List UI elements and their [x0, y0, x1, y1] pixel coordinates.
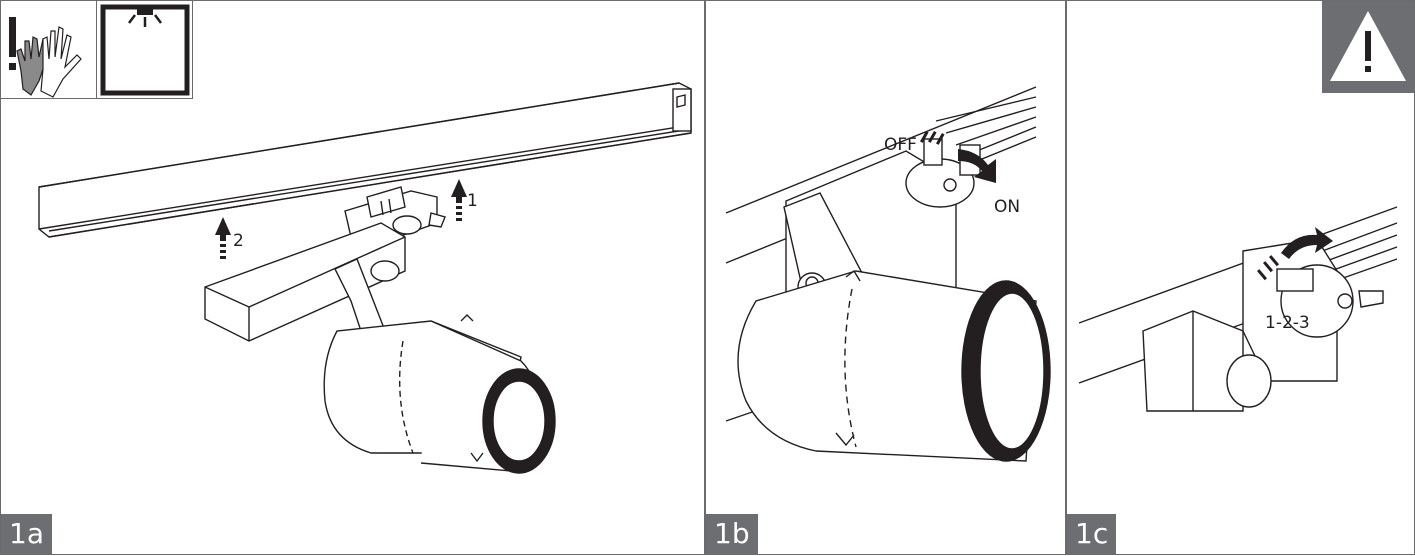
rotate-arrow: [920, 131, 996, 183]
spotlight-body: [323, 314, 556, 474]
step-tag: 1b: [706, 514, 758, 554]
panel-1c: 1-2-3 1c: [1066, 0, 1415, 555]
arrow-1: [451, 179, 467, 221]
panel-1b: OFF ON 1b: [705, 0, 1066, 555]
adapter: [1242, 238, 1384, 382]
arrow-2-label: 2: [233, 231, 244, 251]
safety-icons: [1, 1, 97, 99]
panel-1a: 1 2 1a: [0, 0, 705, 555]
rotate-arrow: [1257, 227, 1333, 281]
off-label: OFF: [884, 135, 917, 155]
ceiling-power-off-icon: [97, 1, 193, 99]
arm-box: [1142, 310, 1272, 412]
track-spotlight-installation-drawing: [38, 82, 692, 474]
on-label: ON: [994, 197, 1021, 217]
arrow-2: [215, 217, 231, 259]
exclamation-icon: [9, 17, 16, 57]
step-tag: 1c: [1067, 514, 1117, 554]
warning-triangle-icon: [1322, 1, 1414, 93]
track-rail: [38, 82, 692, 238]
arrow-1-label: 1: [467, 191, 478, 211]
channel-selector-detail-drawing: [1078, 206, 1398, 412]
arm-box: [204, 222, 406, 342]
spotlight-body: [737, 269, 1051, 462]
power-switch-detail-drawing: [725, 86, 1051, 462]
gloves-icon: [9, 17, 82, 98]
setting-label: 1-2-3: [1265, 313, 1310, 333]
step-tag: 1a: [1, 514, 52, 554]
